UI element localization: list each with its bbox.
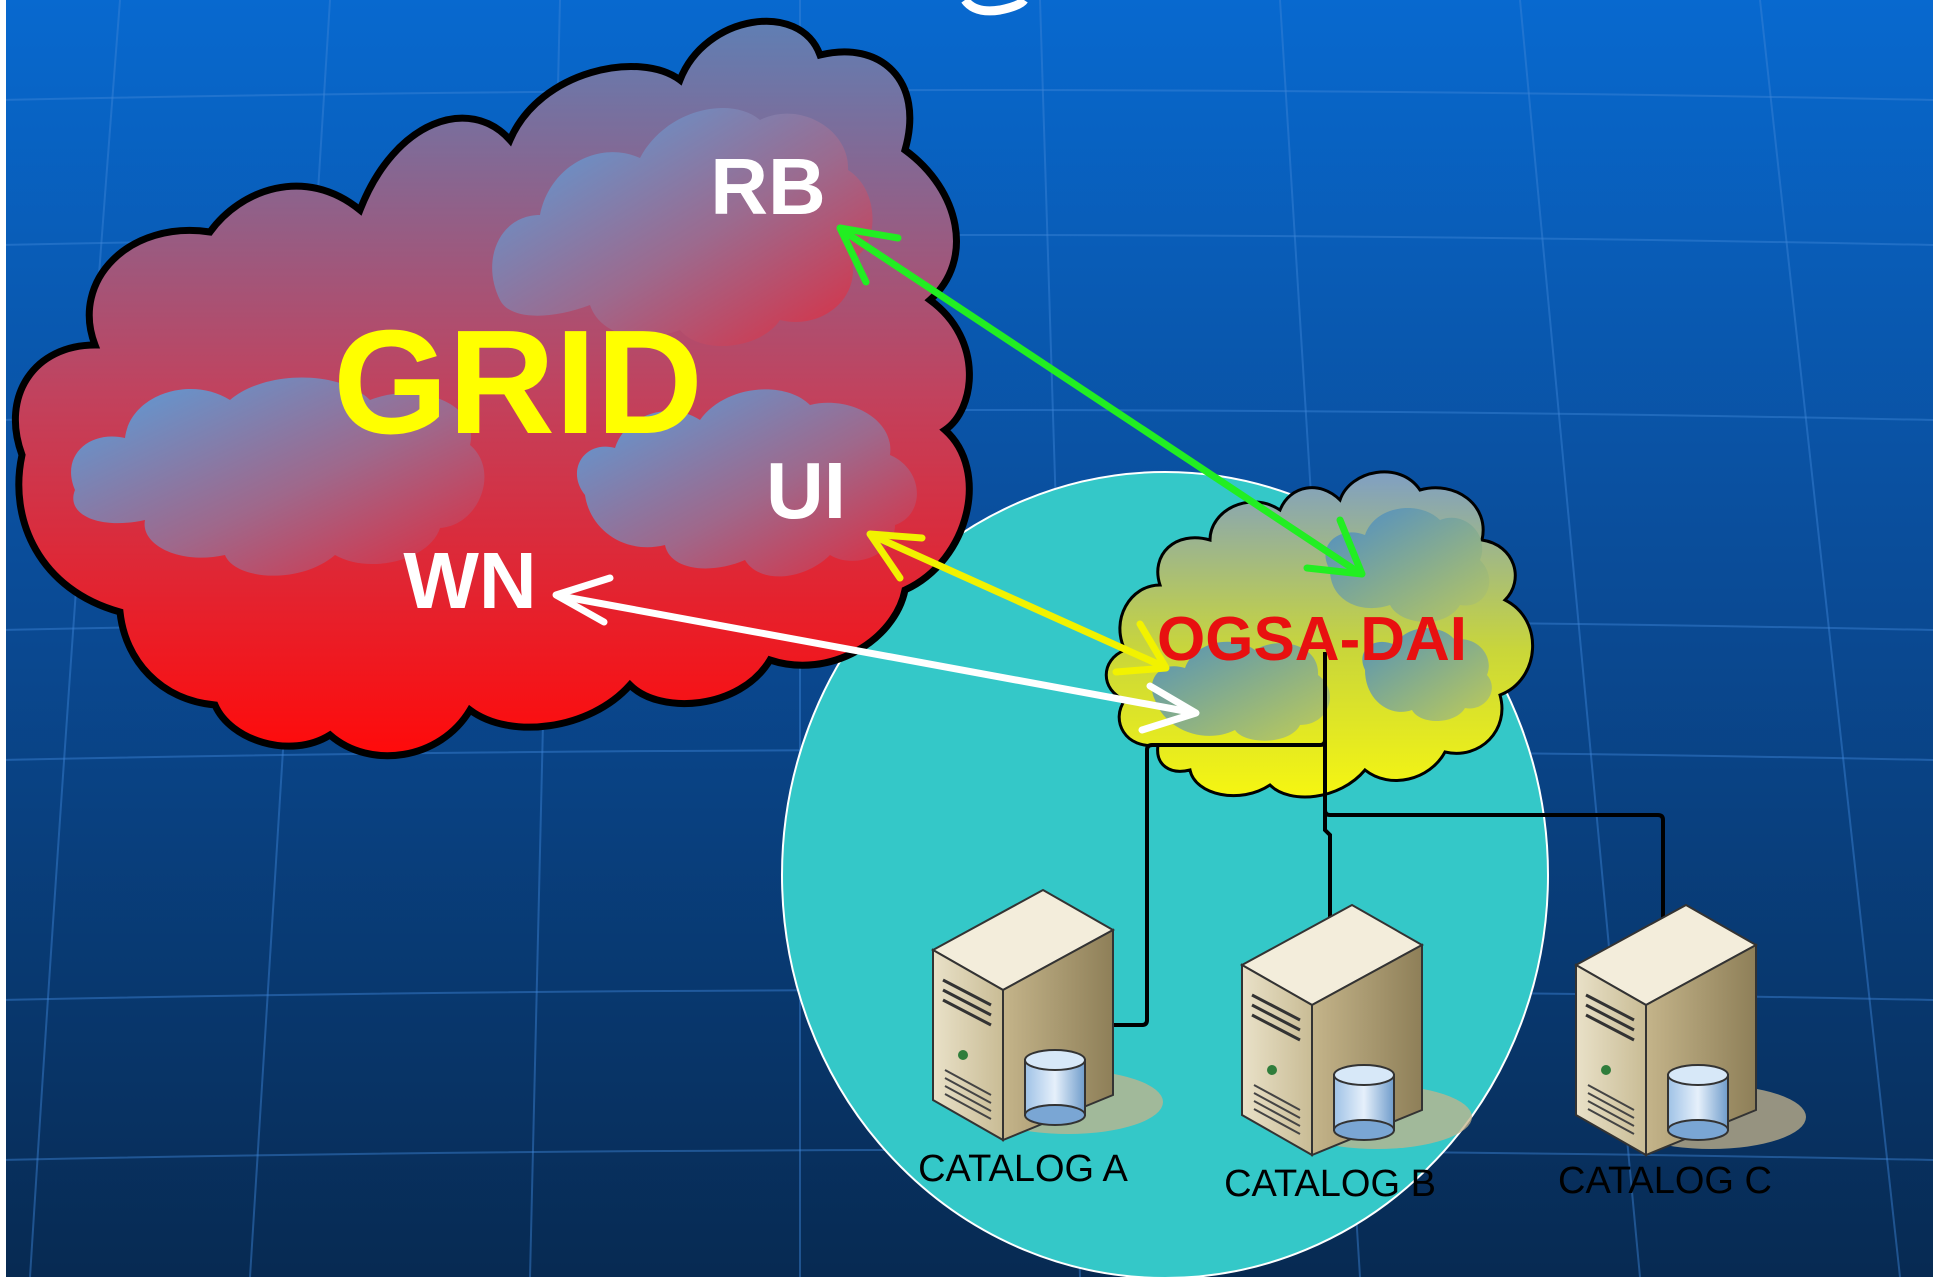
grid-subcloud-top bbox=[492, 108, 873, 347]
server-catalog-c bbox=[1573, 903, 1806, 1157]
grid-subcloud-right bbox=[576, 389, 917, 577]
server-catalog-a bbox=[930, 888, 1163, 1142]
ogsa-dai-cloud bbox=[1104, 470, 1535, 799]
connector-catalog-c bbox=[1323, 740, 1677, 1038]
server-catalog-b bbox=[1239, 903, 1472, 1157]
arrow-rb-ogsa bbox=[836, 224, 1366, 578]
wn-label: WN bbox=[403, 536, 536, 625]
title-fragment bbox=[961, 0, 1028, 16]
ui-label: UI bbox=[766, 446, 846, 535]
catalog-c-label: CATALOG C bbox=[1558, 1160, 1772, 1202]
ogsa-subcloud-top bbox=[1325, 508, 1490, 622]
slide-left-border bbox=[0, 0, 6, 1277]
ogsa-dai-label: OGSA-DAI bbox=[1157, 605, 1467, 674]
arrow-ui-ogsa bbox=[866, 530, 1170, 676]
ogsa-subcloud-right bbox=[1362, 628, 1492, 722]
arrow-wn-ogsa bbox=[552, 574, 1200, 734]
catalog-b-label: CATALOG B bbox=[1224, 1163, 1436, 1205]
grid-cloud bbox=[11, 17, 973, 760]
grid-title: GRID bbox=[333, 300, 703, 465]
catalog-a-label: CATALOG A bbox=[918, 1148, 1128, 1190]
grid-subcloud-left bbox=[71, 377, 485, 576]
rb-label: RB bbox=[710, 142, 826, 231]
